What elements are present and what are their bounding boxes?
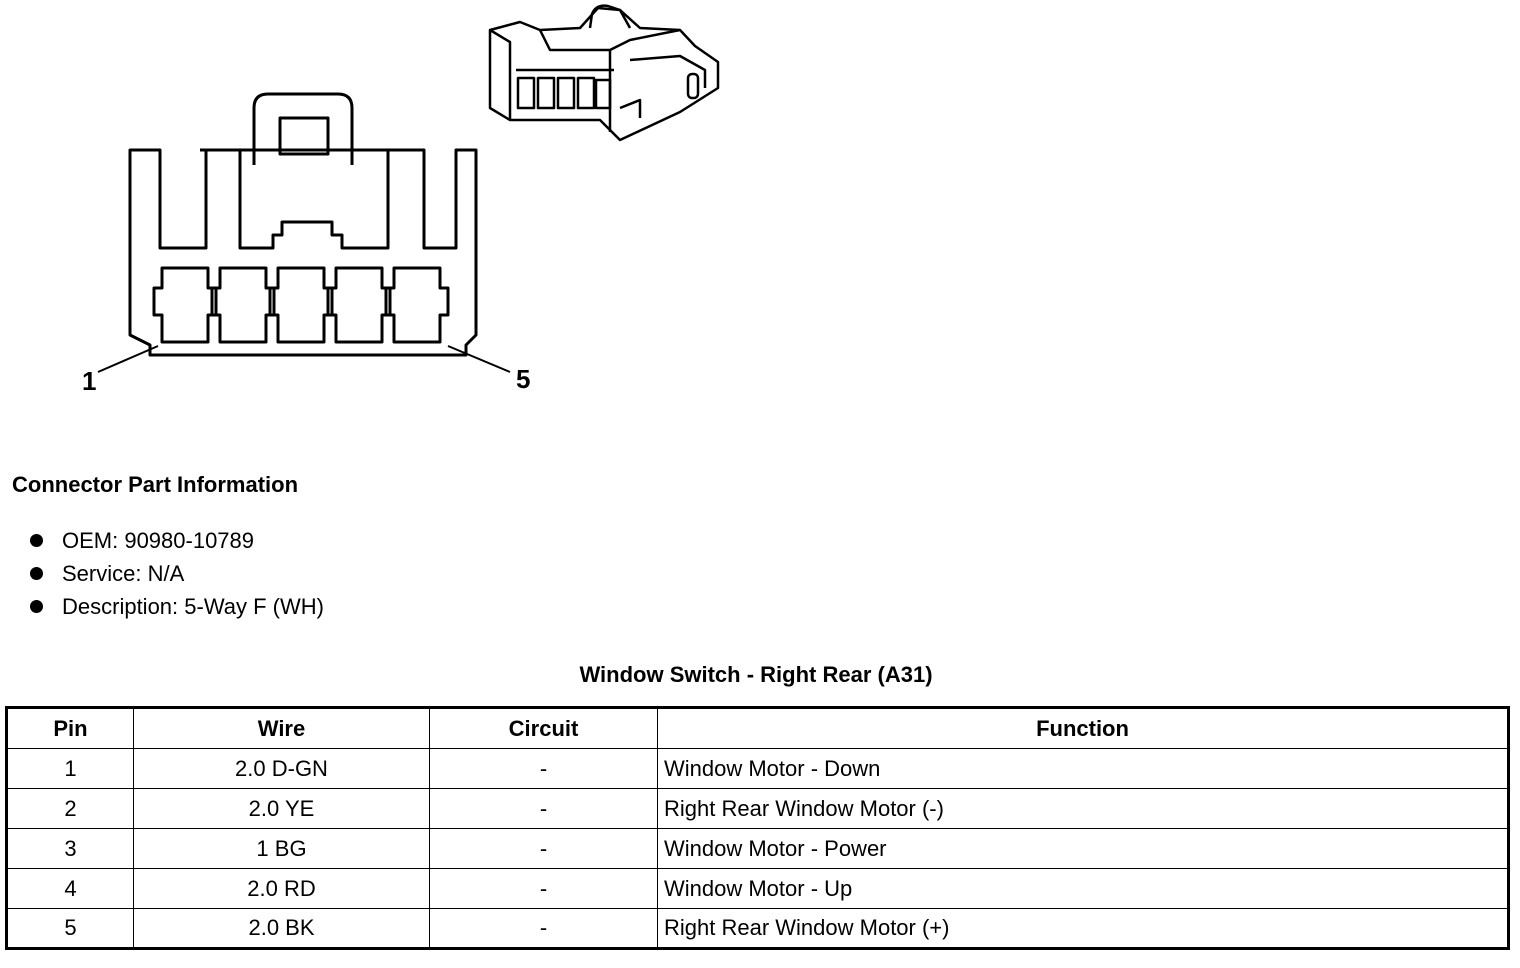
connector-latch xyxy=(252,92,354,165)
cavity-4 xyxy=(326,266,392,344)
oem-info: OEM: 90980-10789 xyxy=(62,528,255,553)
cell-circuit: - xyxy=(429,868,658,909)
cell-wire: 1 BG xyxy=(133,828,430,869)
cell-function: Right Rear Window Motor (-) xyxy=(657,788,1509,829)
iso-side-slot xyxy=(686,72,700,100)
cavity-1 xyxy=(152,266,218,344)
cell-circuit: - xyxy=(429,788,658,829)
pin-1-leader xyxy=(97,345,159,373)
cell-pin: 4 xyxy=(6,868,134,909)
description-info: Description: 5-Way F (WH) xyxy=(62,594,324,619)
cell-pin: 1 xyxy=(6,748,134,789)
header-function: Function xyxy=(657,707,1509,749)
connector-housing-outline xyxy=(128,148,478,357)
table-row: 2 2.0 YE - Right Rear Window Motor (-) xyxy=(6,788,1509,829)
iso-cavities xyxy=(516,68,614,110)
cavity-3 xyxy=(268,266,334,344)
pin-1-label: 1 xyxy=(82,366,97,396)
cell-function: Right Rear Window Motor (+) xyxy=(657,908,1509,949)
latch-window xyxy=(278,116,330,156)
cell-function: Window Motor - Down xyxy=(657,748,1509,789)
cell-pin: 2 xyxy=(6,788,134,829)
part-info-list: OEM: 90980-10789 Service: N/A Descriptio… xyxy=(28,524,324,623)
pin-5-leader xyxy=(447,345,511,373)
cell-circuit: - xyxy=(429,828,658,869)
cavity-2 xyxy=(210,266,276,344)
header-pin: Pin xyxy=(6,707,134,749)
list-item: OEM: 90980-10789 xyxy=(28,524,324,557)
table-row: 1 2.0 D-GN - Window Motor - Down xyxy=(6,748,1509,789)
cell-function: Window Motor - Power xyxy=(657,828,1509,869)
bullet-icon xyxy=(30,600,43,613)
cavity-5 xyxy=(384,266,450,344)
cell-pin: 3 xyxy=(6,828,134,869)
cell-wire: 2.0 RD xyxy=(133,868,430,909)
pin-cavities xyxy=(152,266,450,344)
table-row: 5 2.0 BK - Right Rear Window Motor (+) xyxy=(6,908,1509,949)
table-row: 4 2.0 RD - Window Motor - Up xyxy=(6,868,1509,909)
header-wire: Wire xyxy=(133,707,430,749)
section-title: Connector Part Information xyxy=(12,472,299,497)
header-circuit: Circuit xyxy=(429,707,658,749)
pinout-table: Pin Wire Circuit Function 1 2.0 D-GN - W… xyxy=(5,706,1510,950)
table-row: 3 1 BG - Window Motor - Power xyxy=(6,828,1509,869)
service-info: Service: N/A xyxy=(62,561,185,586)
list-item: Description: 5-Way F (WH) xyxy=(28,590,324,623)
bullet-icon xyxy=(30,534,43,547)
iso-body xyxy=(488,6,720,142)
cell-wire: 2.0 BK xyxy=(133,908,430,949)
cell-wire: 2.0 D-GN xyxy=(133,748,430,789)
iso-latch xyxy=(588,4,632,29)
cell-circuit: - xyxy=(429,908,658,949)
cell-function: Window Motor - Up xyxy=(657,868,1509,909)
cell-circuit: - xyxy=(429,748,658,789)
pin-5-label: 5 xyxy=(516,364,531,394)
bullet-icon xyxy=(30,567,43,580)
cell-wire: 2.0 YE xyxy=(133,788,430,829)
list-item: Service: N/A xyxy=(28,557,324,590)
connector-front-view xyxy=(97,92,511,373)
cell-pin: 5 xyxy=(6,908,134,949)
connector-isometric-view xyxy=(488,4,720,142)
table-title: Window Switch - Right Rear (A31) xyxy=(579,662,933,687)
table-header-row: Pin Wire Circuit Function xyxy=(6,707,1509,749)
